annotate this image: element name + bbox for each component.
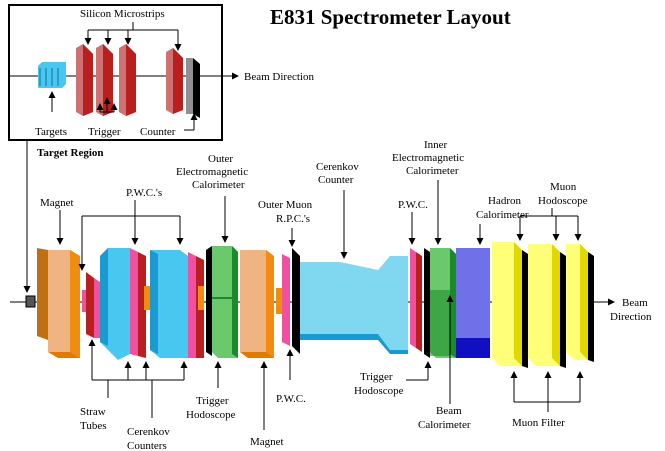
bottom-labels: Straw Tubes Cerenkov Counters Trigger Ho… xyxy=(80,295,584,451)
pwc-top-label: P.W.C. xyxy=(398,199,428,211)
targets-label: Targets xyxy=(35,126,67,138)
inner-em-cal-line-1: Inner xyxy=(424,139,448,151)
straw-tubes-line-2: Tubes xyxy=(80,420,107,432)
trigger-hodoscope-1-line-2: Hodoscope xyxy=(186,409,236,421)
outer-em-calorimeter xyxy=(206,246,238,358)
straw-tubes xyxy=(86,272,100,338)
beam-direction-line-2: Direction xyxy=(610,311,652,323)
beam-calorimeter-line-1: Beam xyxy=(436,405,462,417)
inset-frame xyxy=(8,4,223,141)
target-box xyxy=(25,295,36,308)
muon-hodoscope-line-2: Hodoscope xyxy=(538,195,588,207)
inner-em-cal-line-2: Electromagnetic xyxy=(392,152,464,164)
outer-em-cal-line-2: Electromagnetic xyxy=(176,166,248,178)
straw-tubes-line-1: Straw xyxy=(80,406,106,418)
outer-em-cal-line-1: Outer xyxy=(208,153,233,165)
outer-muon-rpcs xyxy=(282,248,300,354)
muon-filter-2 xyxy=(528,244,566,368)
diagram-title: E831 Spectrometer Layout xyxy=(270,5,511,29)
outer-em-cal-line-3: Calorimeter xyxy=(192,179,245,191)
spectrometer xyxy=(10,242,615,368)
trigger-hodoscope-1-line-1: Trigger xyxy=(196,395,229,407)
cerenkov-counters-line-2: Counters xyxy=(127,440,167,451)
silicon-planes xyxy=(76,44,183,116)
muon-filter-label: Muon Filter xyxy=(512,417,565,429)
beam-direction-line-1: Beam xyxy=(622,297,648,309)
cerenkov-counter-line-1: Cerenkov xyxy=(316,161,359,173)
target-region-label: Target Region xyxy=(37,147,104,159)
magnet-1 xyxy=(37,248,90,358)
cerenkov-counter-line-2: Counter xyxy=(318,174,354,186)
counter-label: Counter xyxy=(140,126,176,138)
magnet-2 xyxy=(240,250,282,358)
inner-em-cal-line-3: Calorimeter xyxy=(406,165,459,177)
outer-muon-line-2: R.P.C.'s xyxy=(276,213,310,225)
calorimeter-label: Calorimeter xyxy=(476,209,529,221)
trigger-label: Trigger xyxy=(88,126,121,138)
hadron-calorimeter xyxy=(456,248,490,358)
magnet-1-label: Magnet xyxy=(40,197,74,209)
muon-hodoscope-line-1: Muon xyxy=(550,181,577,193)
cerenkov-counters-line-1: Cerenkov xyxy=(127,426,170,438)
pwc-bottom-label: P.W.C. xyxy=(276,393,306,405)
inset-counter xyxy=(186,58,200,118)
muon-filter-3 xyxy=(566,244,594,362)
inset-beam-direction-label: Beam Direction xyxy=(244,71,314,83)
inner-em-calorimeter xyxy=(424,248,456,358)
pwcs-label: P.W.C.'s xyxy=(126,187,162,199)
silicon-microstrips-label: Silicon Microstrips xyxy=(80,8,165,20)
top-labels: Magnet P.W.C.'s Outer Electromagnetic Ca… xyxy=(40,139,652,323)
targets xyxy=(38,62,66,88)
pwc-2 xyxy=(410,248,422,352)
beam-calorimeter-line-2: Calorimeter xyxy=(418,419,471,431)
magnet-2-label: Magnet xyxy=(250,436,284,448)
trigger-hodoscope-2-line-1: Trigger xyxy=(360,371,393,383)
target-region-inset: Silicon Microstrips Beam Direction xyxy=(8,4,314,293)
trigger-hodoscope-2-line-2: Hodoscope xyxy=(354,385,404,397)
cerenkov-counter xyxy=(300,256,408,354)
muon-filter-1 xyxy=(492,242,528,368)
outer-muon-line-1: Outer Muon xyxy=(258,199,313,211)
hadron-label: Hadron xyxy=(488,195,521,207)
pwc-cerenkov-1 xyxy=(100,248,150,360)
pwc-cerenkov-2 xyxy=(150,250,204,358)
